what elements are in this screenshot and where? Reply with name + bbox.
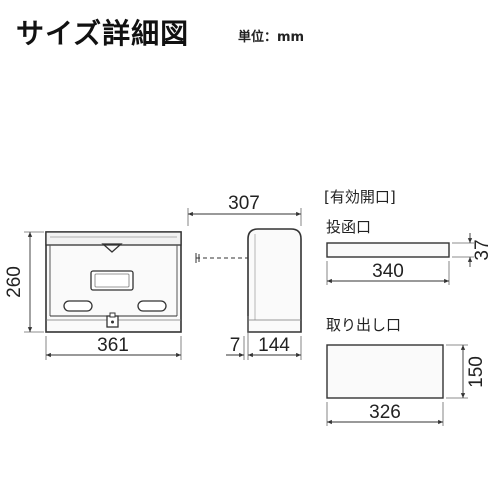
- side-view: [195, 228, 302, 333]
- front-width-dimension: 361: [45, 335, 182, 360]
- outlet-label: 取り出し口: [326, 316, 401, 334]
- front-lid: [45, 231, 182, 246]
- effective-openings-heading: [有効開口]: [324, 188, 396, 206]
- front-view: [45, 231, 182, 333]
- right-vent-slot: [137, 300, 167, 312]
- side-body: [247, 228, 302, 333]
- inlet-height-label: 37: [472, 239, 493, 260]
- left-vent-slot: [63, 300, 93, 312]
- side-bottom-dimension: 7 144: [226, 316, 302, 360]
- front-width-label: 361: [97, 335, 129, 356]
- name-plate: [90, 270, 134, 291]
- inlet-width-label: 340: [372, 261, 404, 282]
- side-depth-dimension: 307: [187, 193, 302, 226]
- arrow-marker-icon: [101, 243, 123, 253]
- page-title: サイズ詳細図: [16, 17, 190, 50]
- inlet-label: 投函口: [326, 218, 371, 236]
- outlet-shape: [326, 344, 444, 399]
- side-depth-label: 307: [228, 193, 260, 214]
- side-offset-label: 7: [230, 335, 241, 356]
- side-bottom-depth-label: 144: [258, 335, 290, 356]
- inlet-opening: 投函口 340 37: [326, 218, 493, 285]
- inlet-shape: [326, 242, 450, 258]
- front-height-dimension: 260: [4, 231, 44, 333]
- front-height-label: 260: [4, 266, 25, 298]
- outlet-opening: 取り出し口 326 150: [326, 316, 487, 426]
- unit-label: 単位：mm: [238, 30, 305, 45]
- outlet-width-label: 326: [369, 402, 401, 423]
- outlet-height-label: 150: [466, 356, 487, 388]
